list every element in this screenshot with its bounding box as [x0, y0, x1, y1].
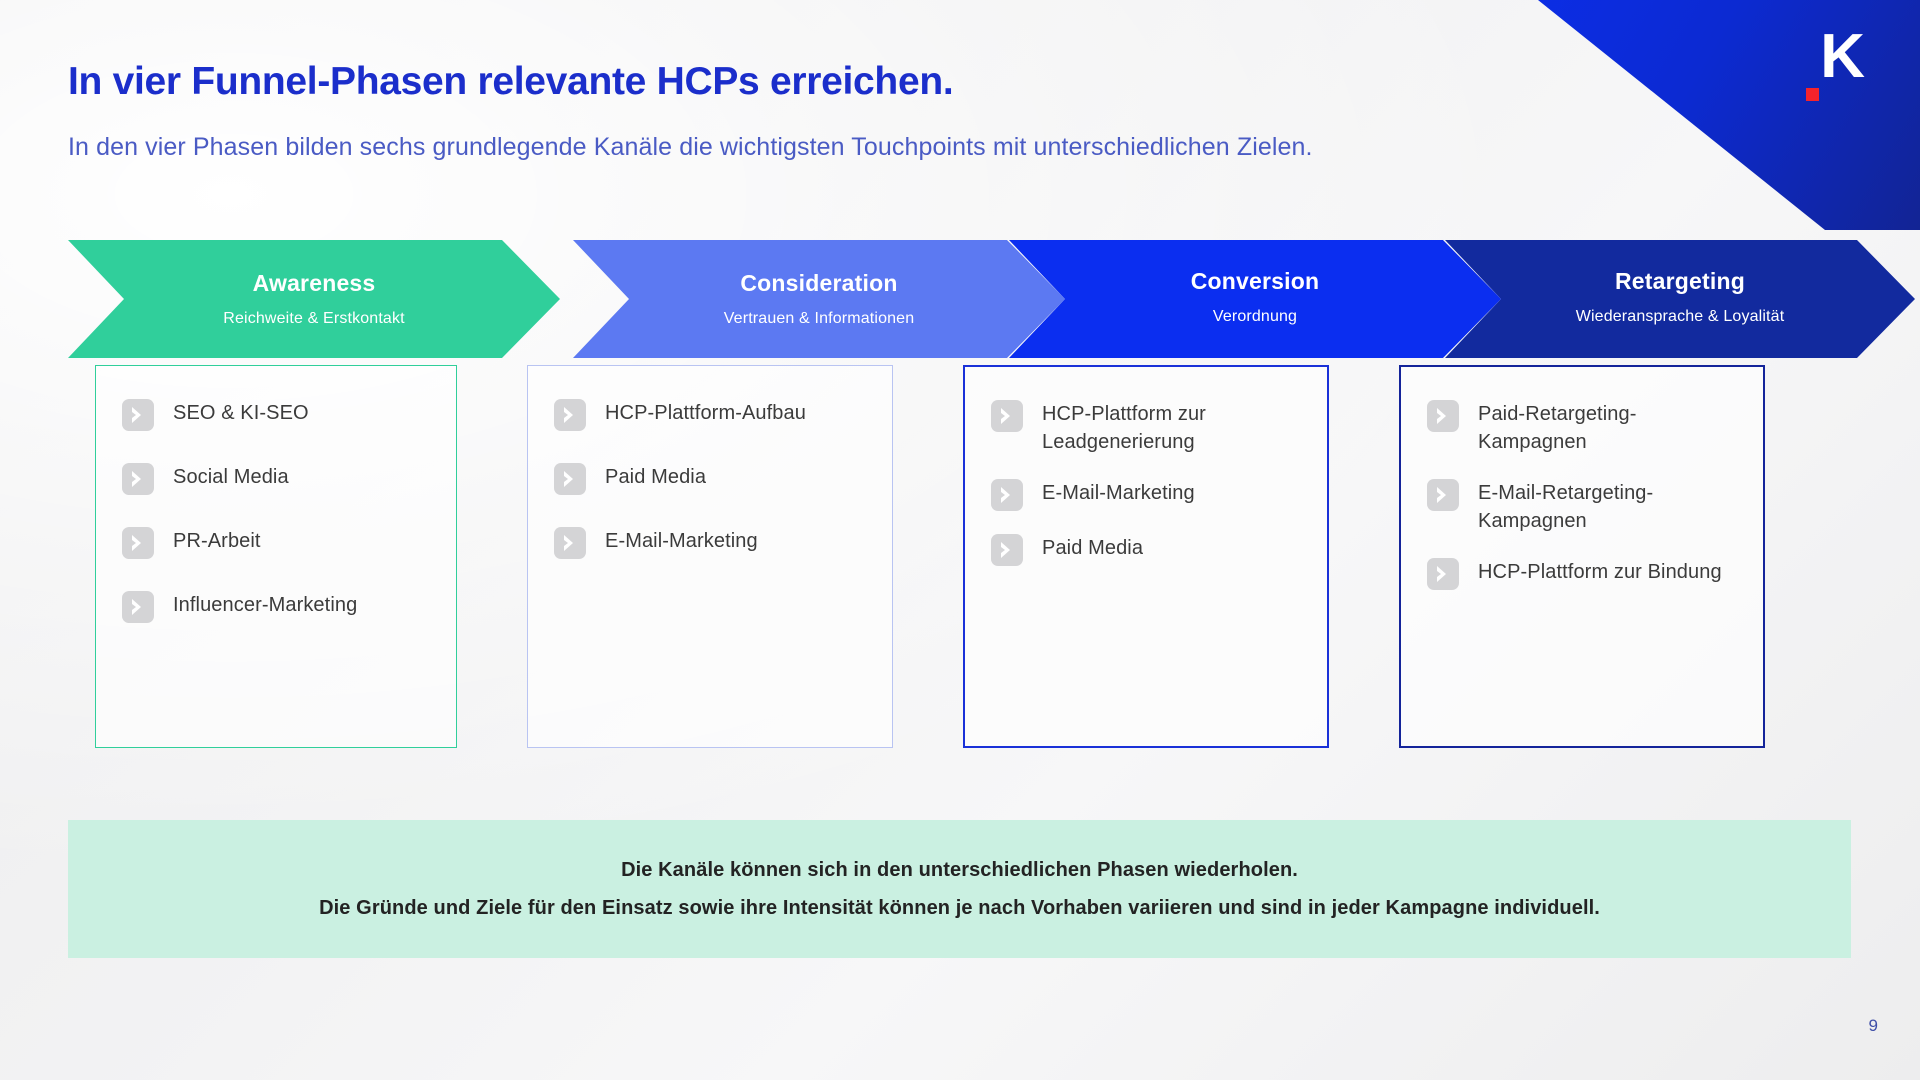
- list-item[interactable]: Paid Media: [554, 462, 866, 495]
- chevron-right-icon: [991, 534, 1023, 566]
- chevron-right-icon: [554, 399, 586, 431]
- channel-label: E-Mail-Marketing: [605, 530, 758, 552]
- channel-label: HCP-Plattform zur Bindung: [1478, 561, 1722, 583]
- channel-label: SEO & KI-SEO: [173, 402, 309, 424]
- list-item[interactable]: Influencer-Marketing: [122, 590, 430, 623]
- list-item[interactable]: E-Mail-Marketing: [554, 526, 866, 559]
- list-item[interactable]: HCP-Plattform-Aufbau: [554, 398, 866, 431]
- chevron-right-icon: [554, 463, 586, 495]
- chevron-right-icon: [122, 463, 154, 495]
- list-item[interactable]: HCP-Plattform zur Bindung: [1427, 557, 1737, 590]
- chevron-right-icon: [991, 479, 1023, 511]
- list-item[interactable]: E-Mail-Retargeting-Kampagnen: [1427, 478, 1737, 535]
- funnel-phase-conversion[interactable]: Conversion Verordnung: [1009, 240, 1501, 358]
- chevron-right-icon: [1427, 400, 1459, 432]
- channel-label: Influencer-Marketing: [173, 594, 358, 616]
- phase-subtitle: Wiederansprache & Loyalität: [1575, 308, 1785, 325]
- chevron-right-icon: [554, 527, 586, 559]
- channel-label: Paid-Retargeting-Kampagnen: [1478, 403, 1637, 453]
- list-item[interactable]: HCP-Plattform zur Leadgenerierung: [991, 399, 1301, 456]
- channel-label: PR-Arbeit: [173, 530, 261, 552]
- page-subtitle: In den vier Phasen bilden sechs grundleg…: [68, 133, 1313, 161]
- chevron-right-icon: [122, 527, 154, 559]
- phase-title: Consideration: [740, 270, 898, 296]
- channel-card-awareness: SEO & KI-SEO Social Media PR-Arbeit Infl…: [95, 365, 457, 748]
- phase-title: Awareness: [252, 270, 376, 296]
- logo-letter: K: [1820, 22, 1865, 91]
- channel-card-retargeting: Paid-Retargeting-Kampagnen E-Mail-Retarg…: [1399, 365, 1765, 748]
- list-item[interactable]: Social Media: [122, 462, 430, 495]
- channel-card-consideration: HCP-Plattform-Aufbau Paid Media E-Mail-M…: [527, 365, 893, 748]
- chevron-right-icon: [1427, 558, 1459, 590]
- footnote-line-1: Die Kanäle können sich in den unterschie…: [621, 859, 1298, 881]
- channel-label: Social Media: [173, 466, 289, 488]
- phase-subtitle: Reichweite & Erstkontakt: [223, 310, 405, 327]
- logo-dot-icon: [1806, 88, 1819, 101]
- channel-label: HCP-Plattform-Aufbau: [605, 402, 806, 424]
- channel-label: Paid Media: [605, 466, 707, 488]
- footnote-line-2: Die Gründe und Ziele für den Einsatz sow…: [319, 897, 1600, 919]
- list-item[interactable]: PR-Arbeit: [122, 526, 430, 559]
- phase-subtitle: Verordnung: [1212, 308, 1298, 325]
- funnel-phase-retargeting[interactable]: Retargeting Wiederansprache & Loyalität: [1445, 240, 1915, 358]
- chevron-right-icon: [122, 591, 154, 623]
- brand-logo: K: [1780, 26, 1872, 118]
- list-item[interactable]: Paid-Retargeting-Kampagnen: [1427, 399, 1737, 456]
- channel-label: Paid Media: [1042, 537, 1144, 559]
- channel-card-conversion: HCP-Plattform zur Leadgenerierung E-Mail…: [963, 365, 1329, 748]
- chevron-right-icon: [122, 399, 154, 431]
- phase-title: Conversion: [1190, 268, 1320, 294]
- funnel-phase-awareness[interactable]: Awareness Reichweite & Erstkontakt: [68, 240, 560, 358]
- channel-label: HCP-Plattform zur Leadgenerierung: [1042, 403, 1206, 453]
- list-item[interactable]: E-Mail-Marketing: [991, 478, 1301, 511]
- channel-card-group: SEO & KI-SEO Social Media PR-Arbeit Infl…: [68, 365, 1851, 750]
- page-title: In vier Funnel-Phasen relevante HCPs err…: [68, 60, 954, 103]
- funnel-band: Awareness Reichweite & Erstkontakt Consi…: [68, 240, 1915, 358]
- phase-title: Retargeting: [1615, 268, 1745, 294]
- list-item[interactable]: SEO & KI-SEO: [122, 398, 430, 431]
- channel-label: E-Mail-Retargeting-Kampagnen: [1478, 482, 1654, 532]
- channel-label: E-Mail-Marketing: [1042, 482, 1195, 504]
- funnel-phase-consideration[interactable]: Consideration Vertrauen & Informationen: [573, 240, 1065, 358]
- footnote-callout: Die Kanäle können sich in den unterschie…: [68, 820, 1851, 958]
- page-number: 9: [1868, 1016, 1878, 1035]
- phase-subtitle: Vertrauen & Informationen: [723, 310, 915, 327]
- chevron-right-icon: [991, 400, 1023, 432]
- list-item[interactable]: Paid Media: [991, 533, 1301, 566]
- chevron-right-icon: [1427, 479, 1459, 511]
